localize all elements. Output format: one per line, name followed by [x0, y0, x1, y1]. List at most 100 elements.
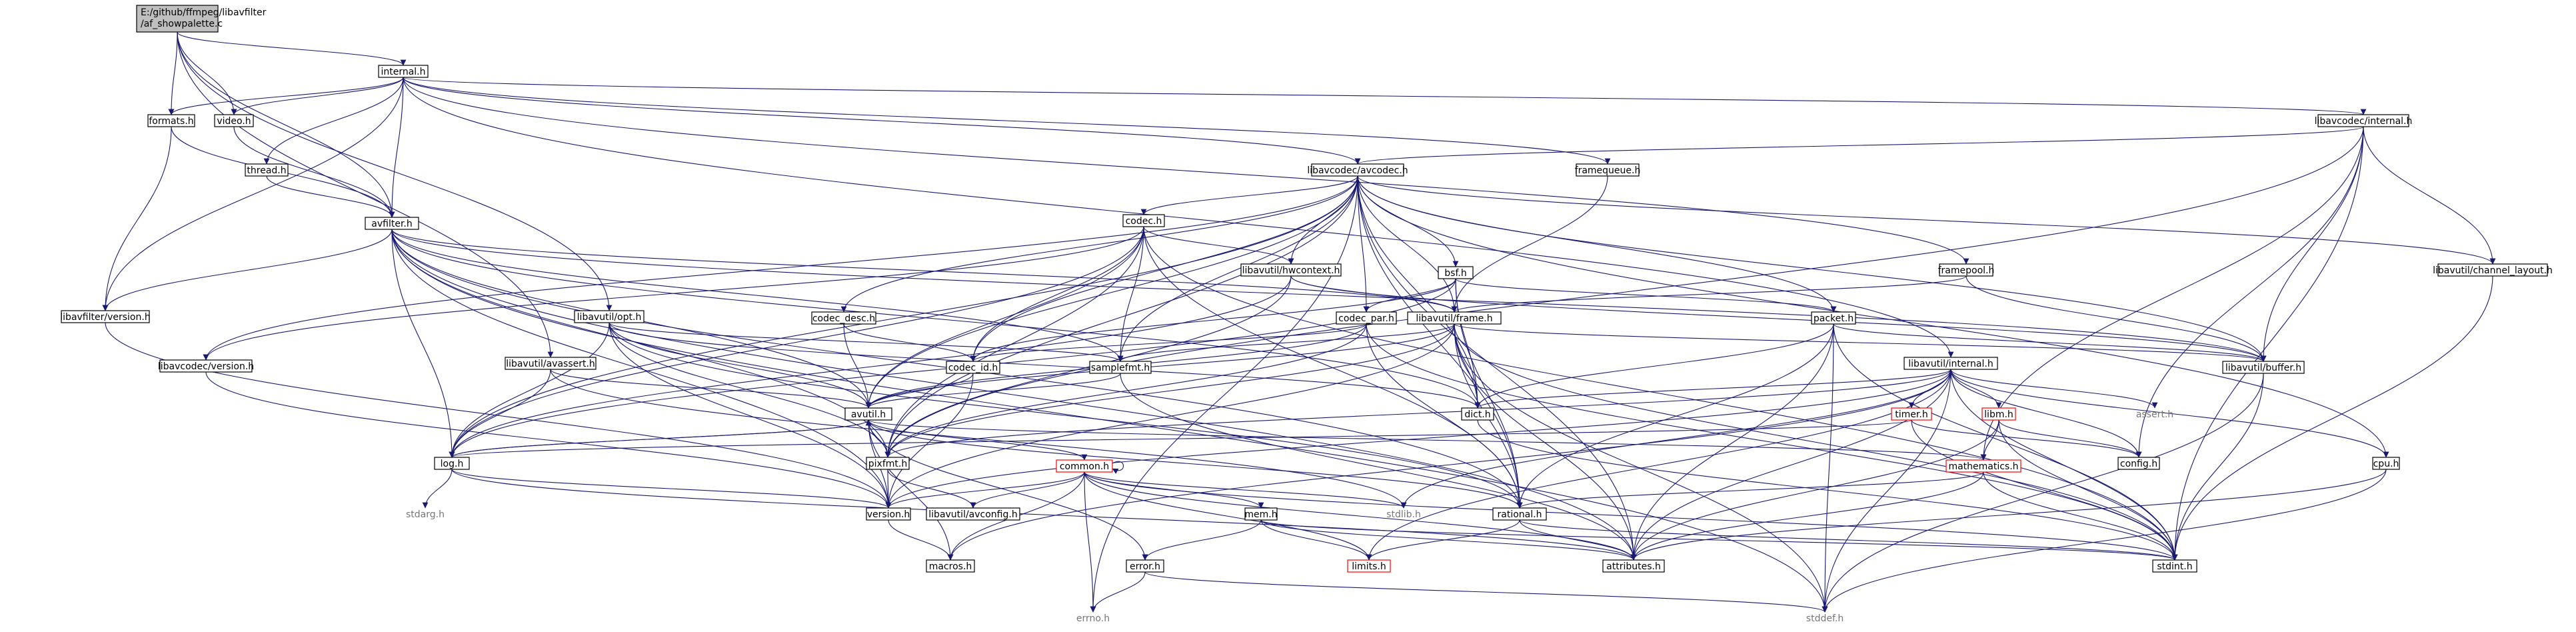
edge-lavc_internal-to-avcodec — [1355, 126, 2364, 165]
node-dict-h[interactable]: dict.h — [1461, 407, 1494, 421]
edge-internal-to-video — [231, 77, 404, 115]
node-libavfilter-version-h[interactable]: libavfilter/version.h — [60, 310, 151, 323]
edge-internal-to-avfilter — [389, 77, 404, 218]
edge-timer-to-stdint — [1911, 419, 2178, 561]
node-box — [1089, 361, 1152, 374]
edge-lavu_internal-to-pixfmt — [884, 369, 1951, 458]
node-label: codec_id.h — [948, 363, 998, 373]
node-libavcodec-version-h[interactable]: libavcodec/version.h — [158, 359, 254, 373]
node-stdint-h[interactable]: stdint.h — [2152, 559, 2197, 573]
node-samplefmt-h[interactable]: samplefmt.h — [1089, 361, 1152, 374]
edge-avfilter-to-lavfi_version — [102, 229, 393, 311]
edge-bsf-to-codec_id — [970, 278, 1456, 362]
node-label: libavutil/buffer.h — [2225, 363, 2301, 373]
node-common-h[interactable]: common.h — [1056, 459, 1113, 473]
edge-video-to-avfilter — [233, 126, 395, 218]
node-label: log.h — [441, 459, 464, 469]
node-label: libavutil/hwcontext.h — [1242, 265, 1340, 276]
edge-timer-to-log — [449, 419, 1912, 458]
node-layer: E:/github/ffmpeg/libavfilter/af_showpale… — [60, 5, 2553, 624]
node-label-line: /af_showpalette.c — [141, 19, 223, 29]
node-codec-desc-h[interactable]: codec_desc.h — [811, 311, 876, 325]
edge-opt-to-dict — [609, 322, 1481, 409]
node-libavutil-hwcontext-h[interactable]: libavutil/hwcontext.h — [1240, 263, 1342, 277]
node-libavutil-internal-h[interactable]: libavutil/internal.h — [1904, 357, 1998, 370]
node-error-h[interactable]: error.h — [1126, 559, 1164, 573]
node-framepool-h[interactable]: framepool.h — [1938, 263, 1995, 277]
node-box — [2222, 361, 2305, 374]
edge-samplefmt-to-avutil — [865, 373, 1121, 409]
edge-common-to-avconfig — [970, 471, 1085, 509]
node-timer-h[interactable]: timer.h — [1891, 407, 1932, 421]
edge-libm-to-stdint — [1998, 419, 2178, 561]
node-avutil-h[interactable]: avutil.h — [844, 407, 892, 421]
node-internal-h[interactable]: internal.h — [378, 65, 429, 78]
node-label-line: E:/github/ffmpeg/libavfilter — [141, 7, 267, 18]
node-config-h[interactable]: config.h — [2117, 457, 2160, 470]
edge-packet-to-stdint — [1833, 323, 2178, 561]
edge-avfilter-to-stddef — [391, 229, 1828, 613]
node-box — [245, 163, 289, 177]
node-macros-h[interactable]: macros.h — [926, 559, 975, 573]
node-avfilter-h[interactable]: avfilter.h — [365, 217, 419, 230]
edge-lavu_internal-to-config — [1950, 369, 2142, 458]
node-box — [2317, 114, 2409, 127]
edge-avassert-to-log — [449, 369, 551, 458]
node-framequeue-h[interactable]: framequeue.h — [1575, 163, 1641, 177]
node-cpu-h[interactable]: cpu.h — [2372, 457, 2400, 470]
node-codec-h[interactable]: codec.h — [1122, 214, 1165, 227]
edge-pixfmt-to-avconfig — [887, 469, 976, 509]
node-libavutil-opt-h[interactable]: libavutil/opt.h — [574, 310, 644, 323]
node-assert-h: assert.h — [2136, 409, 2173, 420]
node-label: video.h — [217, 116, 251, 127]
edge-avcodec-to-pixfmt — [884, 175, 1358, 458]
edge-packet-to-stddef — [1822, 323, 1834, 613]
edge-libm-to-config — [1998, 419, 2142, 458]
edge-common-to-version — [885, 471, 1085, 509]
edge-codec_desc-to-avutil — [843, 323, 872, 409]
node-thread-h[interactable]: thread.h — [245, 163, 289, 177]
edge-codec_par-to-pixfmt — [884, 323, 1367, 458]
node-libavutil-frame-h[interactable]: libavutil/frame.h — [1407, 311, 1502, 325]
node-codec-id-h[interactable]: codec_id.h — [946, 361, 1000, 374]
edge-mem-to-limits — [1260, 519, 1372, 561]
node-libavutil-channel-layout-h[interactable]: libavutil/channel_layout.h — [2433, 263, 2553, 277]
node-mem-h[interactable]: mem.h — [1244, 507, 1278, 521]
node-libavutil-avassert-h[interactable]: libavutil/avassert.h — [505, 357, 597, 370]
node-limits-h[interactable]: limits.h — [1347, 559, 1391, 573]
node-box — [811, 311, 876, 325]
node-libavcodec-internal-h[interactable]: libavcodec/internal.h — [2315, 114, 2413, 127]
edge-mem-to-error — [1142, 519, 1262, 561]
node-rational-h[interactable]: rational.h — [1492, 507, 1547, 521]
edge-avcodec-to-channel_layout — [1357, 175, 2496, 265]
edge-version-to-macros — [888, 519, 954, 561]
node-pixfmt-h[interactable]: pixfmt.h — [866, 457, 910, 470]
node-video-h[interactable]: video.h — [214, 114, 254, 127]
node-libm-h[interactable]: libm.h — [1981, 407, 2016, 421]
edge-log-to-version — [451, 469, 892, 509]
edge-mathematics-to-stdint — [1983, 471, 2178, 561]
node-log-h[interactable]: log.h — [434, 457, 470, 470]
node-bsf-h[interactable]: bsf.h — [1438, 266, 1474, 279]
node-mathematics-h[interactable]: mathematics.h — [1945, 459, 2021, 473]
node-errno-h: errno.h — [1076, 613, 1110, 624]
node-attributes-h[interactable]: attributes.h — [1602, 559, 1665, 573]
edge-internal-to-framequeue — [403, 77, 1611, 165]
node-packet-h[interactable]: packet.h — [1811, 311, 1856, 325]
edge-lavc_internal-to-stdint — [2171, 126, 2364, 561]
edge-lavc_version-to-version — [205, 371, 892, 509]
edge-libm-to-mathematics — [1980, 419, 1999, 461]
node-libavutil-buffer-h[interactable]: libavutil/buffer.h — [2222, 361, 2305, 374]
node-box — [1576, 163, 1640, 177]
edge-packet-to-attributes — [1630, 323, 1834, 561]
node-box — [1492, 507, 1547, 521]
edge-layer — [102, 31, 2496, 613]
node-version-h[interactable]: version.h — [866, 507, 911, 521]
node-libavutil-avconfig-h[interactable]: libavutil/avconfig.h — [926, 507, 1020, 521]
node-e-github-ffmpeg-libavfilter-af-showpalette-c[interactable]: E:/github/ffmpeg/libavfilter/af_showpale… — [136, 5, 267, 33]
node-label: assert.h — [2136, 409, 2173, 420]
edge-avassert-to-avutil — [550, 369, 872, 409]
node-formats-h[interactable]: formats.h — [147, 114, 195, 127]
node-libavcodec-avcodec-h[interactable]: libavcodec/avcodec.h — [1307, 163, 1408, 177]
node-codec-par-h[interactable]: codec_par.h — [1336, 311, 1397, 325]
